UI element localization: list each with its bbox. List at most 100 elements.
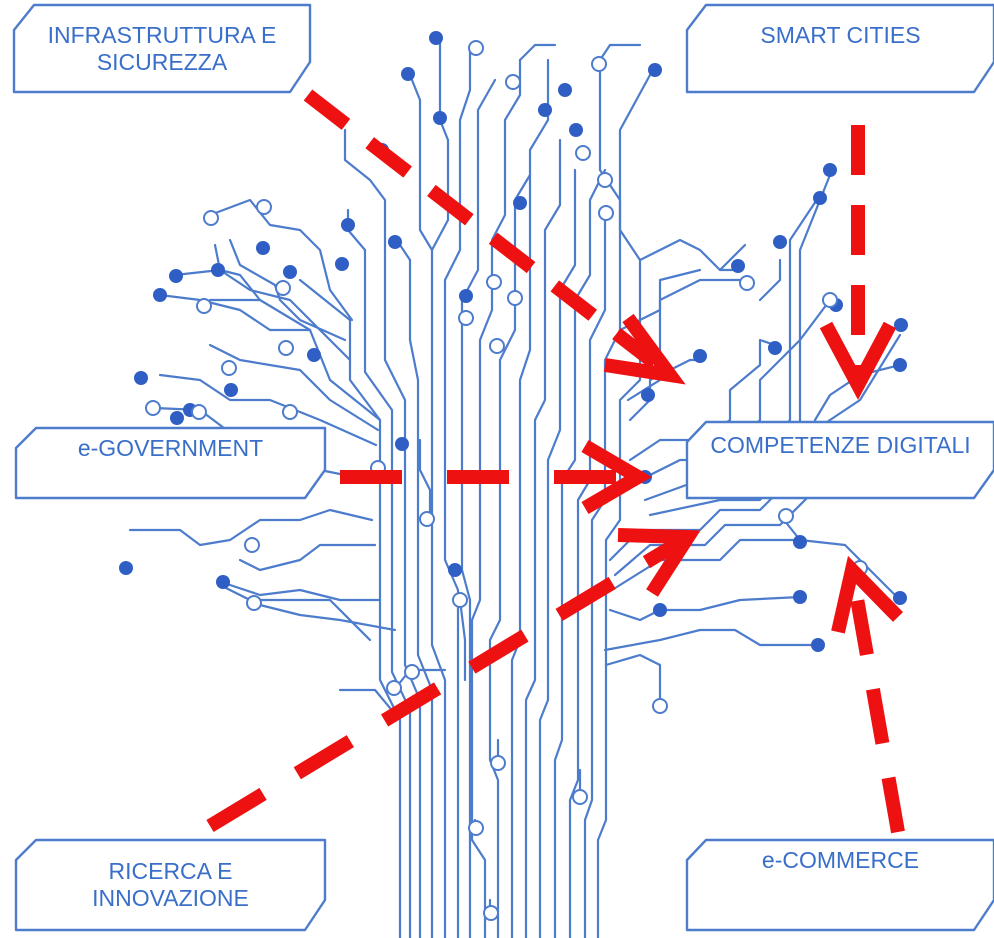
circuit-node-filled (894, 318, 908, 332)
circuit-node-hollow (404, 664, 420, 680)
arrow-smart-cities-head (819, 321, 897, 400)
trace (208, 343, 380, 432)
circuit-node-hollow (739, 275, 755, 291)
circuit-node-hollow (486, 274, 502, 290)
trace (553, 168, 607, 938)
box-ricerca-line1: RICERCA E (108, 858, 233, 884)
trace (158, 373, 378, 447)
arrow-e-government-head (581, 439, 652, 515)
trace (218, 583, 372, 642)
trace (418, 438, 432, 522)
circuit-node-hollow (490, 755, 506, 771)
circuit-node-filled (433, 111, 447, 125)
circuit-node-filled (153, 288, 167, 302)
box-shape-e-commerce (685, 838, 994, 932)
box-infrastruttura-line2: SICUREZZA (96, 48, 228, 75)
trace (158, 293, 312, 332)
circuit-node-hollow (468, 40, 484, 56)
circuit-node-hollow (458, 310, 474, 326)
trace (363, 248, 412, 938)
circuit-node-hollow (489, 338, 505, 354)
trace (638, 238, 742, 272)
circuit-node-hollow (275, 280, 291, 296)
circuit-node-filled (429, 31, 443, 45)
trace (438, 38, 450, 142)
circuit-node-hollow (598, 205, 614, 221)
circuit-node-filled (395, 437, 409, 451)
trace (408, 258, 434, 938)
box-infrastruttura-sicurezza: INFRASTRUTTURA E SICUREZZA (14, 5, 310, 92)
circuit-node-hollow (244, 537, 260, 553)
trace (538, 168, 577, 938)
circuit-node-hollow (452, 592, 468, 608)
circuit-node-hollow (591, 56, 607, 72)
trace (603, 628, 822, 652)
red-arrows (206, 89, 905, 834)
circuit-node-hollow (278, 340, 294, 356)
box-shape-smart-cities (685, 3, 994, 94)
circuit-node-hollow (597, 172, 613, 188)
trace (208, 298, 382, 422)
trace (628, 338, 777, 462)
circuit-node-filled (731, 259, 745, 273)
circuit-node-filled (893, 358, 907, 372)
circuit-node-hollow (575, 145, 591, 161)
box-infrastruttura-line1: INFRASTRUTTURA E (47, 21, 277, 48)
circuit-node-filled (811, 638, 825, 652)
box-ricerca-line2: INNOVAZIONE (92, 885, 249, 911)
circuit-node-hollow (507, 290, 523, 306)
trace (470, 58, 522, 938)
trace (628, 358, 702, 422)
trace (458, 598, 467, 682)
circuit-node-hollow (822, 292, 838, 308)
box-e-government-label: e-GOVERNMENT (77, 434, 264, 461)
circuit-node-hollow (468, 820, 484, 836)
circuit-node-filled (307, 348, 321, 362)
circuit-node-hollow (196, 298, 212, 314)
circuit-node-filled (768, 341, 782, 355)
arrow-infrastructure-shaft (303, 89, 675, 381)
trace (228, 583, 382, 602)
box-e-commerce: e-COMMERCE (687, 840, 994, 880)
trace (510, 58, 550, 938)
circuit-node-filled (823, 163, 837, 177)
circuit-node-hollow (282, 404, 298, 420)
circuit-node-filled (341, 218, 355, 232)
box-shape-infrastructure (12, 3, 312, 94)
circuit-node-hollow (203, 210, 219, 226)
circuit-node-filled (793, 590, 807, 604)
trace (208, 198, 354, 322)
box-shape-competenze (685, 420, 994, 500)
trace (488, 173, 532, 938)
box-smart-cities: SMART CITIES (687, 5, 994, 65)
circuit-nodes (119, 31, 908, 921)
circuit-traces (128, 38, 902, 938)
circuit-node-filled (170, 411, 184, 425)
circuit-node-hollow (386, 680, 402, 696)
circuit-node-filled (134, 371, 148, 385)
circuit-node-filled (169, 269, 183, 283)
trace (248, 598, 397, 632)
trace (460, 78, 497, 938)
circuit-node-filled (459, 289, 473, 303)
box-shape-e-government (14, 426, 327, 500)
trace (596, 73, 652, 938)
circuit-node-filled (813, 191, 827, 205)
circuit-node-filled (773, 235, 787, 249)
circuit-node-hollow (246, 595, 262, 611)
trace (608, 595, 802, 622)
trace (758, 258, 782, 302)
trace (238, 543, 377, 572)
circuit-node-hollow (191, 404, 207, 420)
trace (383, 248, 422, 938)
box-shape-ricerca (14, 838, 327, 932)
circuit-node-filled (558, 83, 572, 97)
box-e-government: e-GOVERNMENT (16, 428, 325, 468)
trace (618, 268, 702, 332)
circuit-node-filled (653, 603, 667, 617)
arrow-ricerca-shaft (206, 531, 692, 832)
arrow-e-commerce-shaft (845, 568, 905, 834)
trace (604, 653, 662, 707)
circuit-node-filled (448, 563, 462, 577)
